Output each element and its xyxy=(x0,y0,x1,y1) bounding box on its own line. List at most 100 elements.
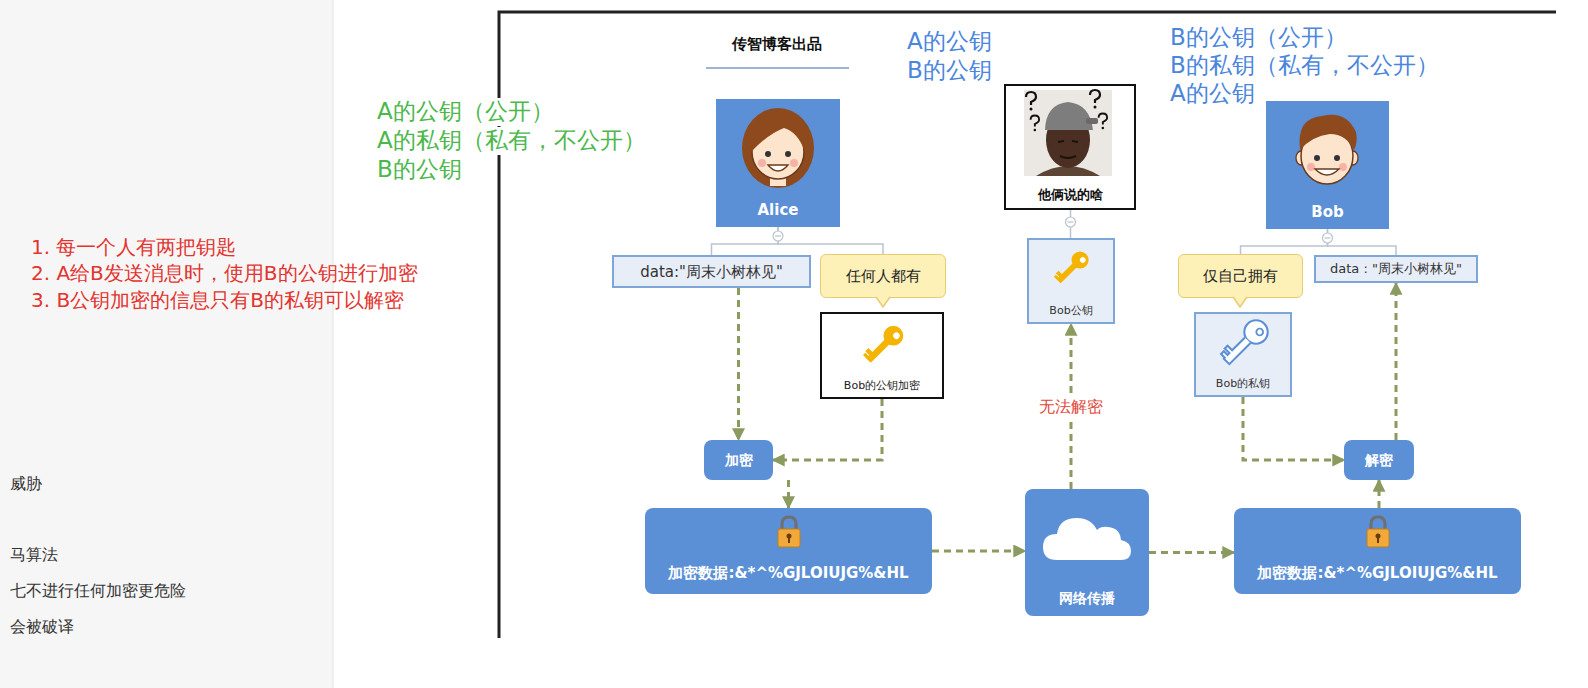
label-holder: A的公钥（公开） xyxy=(377,98,554,126)
label-holder: A的私钥（私有，不公开） xyxy=(377,127,646,155)
hacker-photo xyxy=(1036,166,1100,176)
node-text: 网络传播 xyxy=(1059,590,1115,607)
tree-line xyxy=(1070,210,1072,238)
node-text: data : "周末小树林见" xyxy=(1330,261,1462,277)
sidebar-text: 马算法 xyxy=(10,545,58,564)
credit-text: 传智博客出品 xyxy=(732,35,822,53)
alice-face xyxy=(790,159,798,167)
tree-line xyxy=(1241,229,1328,254)
collapse-toggle xyxy=(773,217,1333,243)
bob-face xyxy=(1296,151,1306,165)
bob-face xyxy=(1348,151,1358,165)
node-text: 加密数据:&*^%GJLOIUJG%&HL xyxy=(1257,564,1497,582)
collapse-toggle xyxy=(773,231,783,241)
flow-arrow xyxy=(1243,397,1344,460)
label-holder: A的公钥 xyxy=(907,28,992,56)
label-holder: 2. A给B发送消息时，使用B的公钥进行加密 xyxy=(31,261,418,285)
label-holder: 1. 每一个人有两把钥匙 xyxy=(31,235,236,259)
lock-icon xyxy=(1367,517,1389,547)
callout-tail xyxy=(876,297,1247,307)
tree-line xyxy=(1328,229,1397,255)
hacker-photo xyxy=(1090,90,1100,109)
hacker-photo xyxy=(1045,102,1093,130)
node-text: Alice xyxy=(758,201,799,219)
edge-label: 无法解密 xyxy=(1036,396,1106,417)
cipher-box: 加密数据:&*^%GJLOIUJG%&HL xyxy=(1234,508,1521,594)
key-icon xyxy=(861,248,1272,370)
cipher-box: 加密数据:&*^%GJLOIUJG%&HL xyxy=(645,508,932,594)
node-text: Bob xyxy=(1311,203,1343,221)
process-box: 解密 xyxy=(1344,440,1414,480)
flow-arrow xyxy=(1149,551,1234,554)
hacker-photo xyxy=(1024,90,1112,176)
slide-frame xyxy=(499,12,1556,638)
flow-arrow xyxy=(932,550,1025,553)
bob-face xyxy=(1301,128,1353,184)
key-box: Bob的公钥加密 xyxy=(820,312,944,399)
bob-face xyxy=(1299,115,1356,150)
callout-tail xyxy=(1233,297,1247,307)
alice-face xyxy=(751,114,805,152)
node-text: 仅自己拥有 xyxy=(1203,267,1278,285)
hacker-photo xyxy=(1024,90,1112,176)
key-box: Bob的私钥 xyxy=(1194,312,1292,397)
flow-arrow xyxy=(1378,480,1381,508)
alice-face xyxy=(758,159,766,167)
rule-note: 2. A给B发送消息时，使用B的公钥进行加密 xyxy=(31,261,418,285)
cloud-icon xyxy=(1043,518,1131,560)
bob-face xyxy=(1314,155,1320,161)
key-icon xyxy=(1218,315,1272,369)
sidebar-text: 会被破译 xyxy=(10,617,74,636)
message-box: data:"周末小树林见" xyxy=(612,255,811,288)
cloud-icon xyxy=(1043,518,1131,560)
side-panel xyxy=(0,0,333,688)
callout-box: 仅自己拥有 xyxy=(1178,254,1303,298)
rule-note: 3. B公钥加密的信息只有B的私钥可以解密 xyxy=(31,288,404,312)
panel-divider xyxy=(333,0,334,688)
label-holder: B的公钥 xyxy=(377,156,462,184)
key-box: Bob公钥 xyxy=(1027,238,1115,324)
label-holder: 传智博客出品 xyxy=(732,34,822,53)
key-note: B的私钥（私有，不公开） xyxy=(1170,52,1439,80)
label-holder: 马算法 xyxy=(10,545,58,564)
collapse-toggle xyxy=(1066,217,1076,227)
node-text: 任何人都有 xyxy=(846,267,921,285)
label-holder: 3. B公钥加密的信息只有B的私钥可以解密 xyxy=(31,288,404,312)
node-text: 加密 xyxy=(725,452,753,469)
bob-face xyxy=(1339,163,1347,171)
node-text: 加密数据:&*^%GJLOIUJG%&HL xyxy=(668,564,908,582)
hacker-photo xyxy=(1031,116,1040,132)
label-holder: B的私钥（私有，不公开） xyxy=(1170,52,1439,80)
key-note: A的公钥 xyxy=(907,28,992,56)
node-text: Bob的公钥加密 xyxy=(844,379,920,392)
alice-face xyxy=(742,108,814,188)
flow-arrow xyxy=(787,480,790,508)
collapse-toggle xyxy=(1068,221,1074,222)
node-text: 解密 xyxy=(1365,452,1393,469)
sidebar-text: 威胁 xyxy=(10,474,42,493)
key-note: A的公钥（公开） xyxy=(377,98,554,126)
bob-face xyxy=(1296,115,1358,184)
key-note: B的公钥（公开） xyxy=(1170,24,1347,52)
label-holder: B的公钥 xyxy=(907,57,992,85)
hacker-photo xyxy=(1058,141,1078,142)
label-holder: 会被破译 xyxy=(10,617,74,636)
flow-arrow xyxy=(737,288,740,440)
key-note: B的公钥 xyxy=(907,57,992,85)
key-note: A的公钥 xyxy=(1170,80,1255,108)
flow-arrow xyxy=(1395,283,1398,440)
label-holder: B的公钥（公开） xyxy=(1170,24,1347,52)
collapse-toggle xyxy=(775,235,781,236)
rule-note: 1. 每一个人有两把钥匙 xyxy=(31,235,236,259)
label-holder: 七不进行任何加密更危险 xyxy=(10,581,186,600)
alice-face xyxy=(768,165,788,171)
flow-arrow xyxy=(773,399,882,460)
process-box: 加密 xyxy=(704,440,773,480)
collapse-toggle xyxy=(1323,233,1333,243)
alice-face xyxy=(765,151,771,157)
key-note: B的公钥 xyxy=(377,156,462,184)
lock-icon xyxy=(778,517,800,547)
lock-icon xyxy=(778,517,1389,547)
callout-box: 任何人都有 xyxy=(820,254,946,298)
